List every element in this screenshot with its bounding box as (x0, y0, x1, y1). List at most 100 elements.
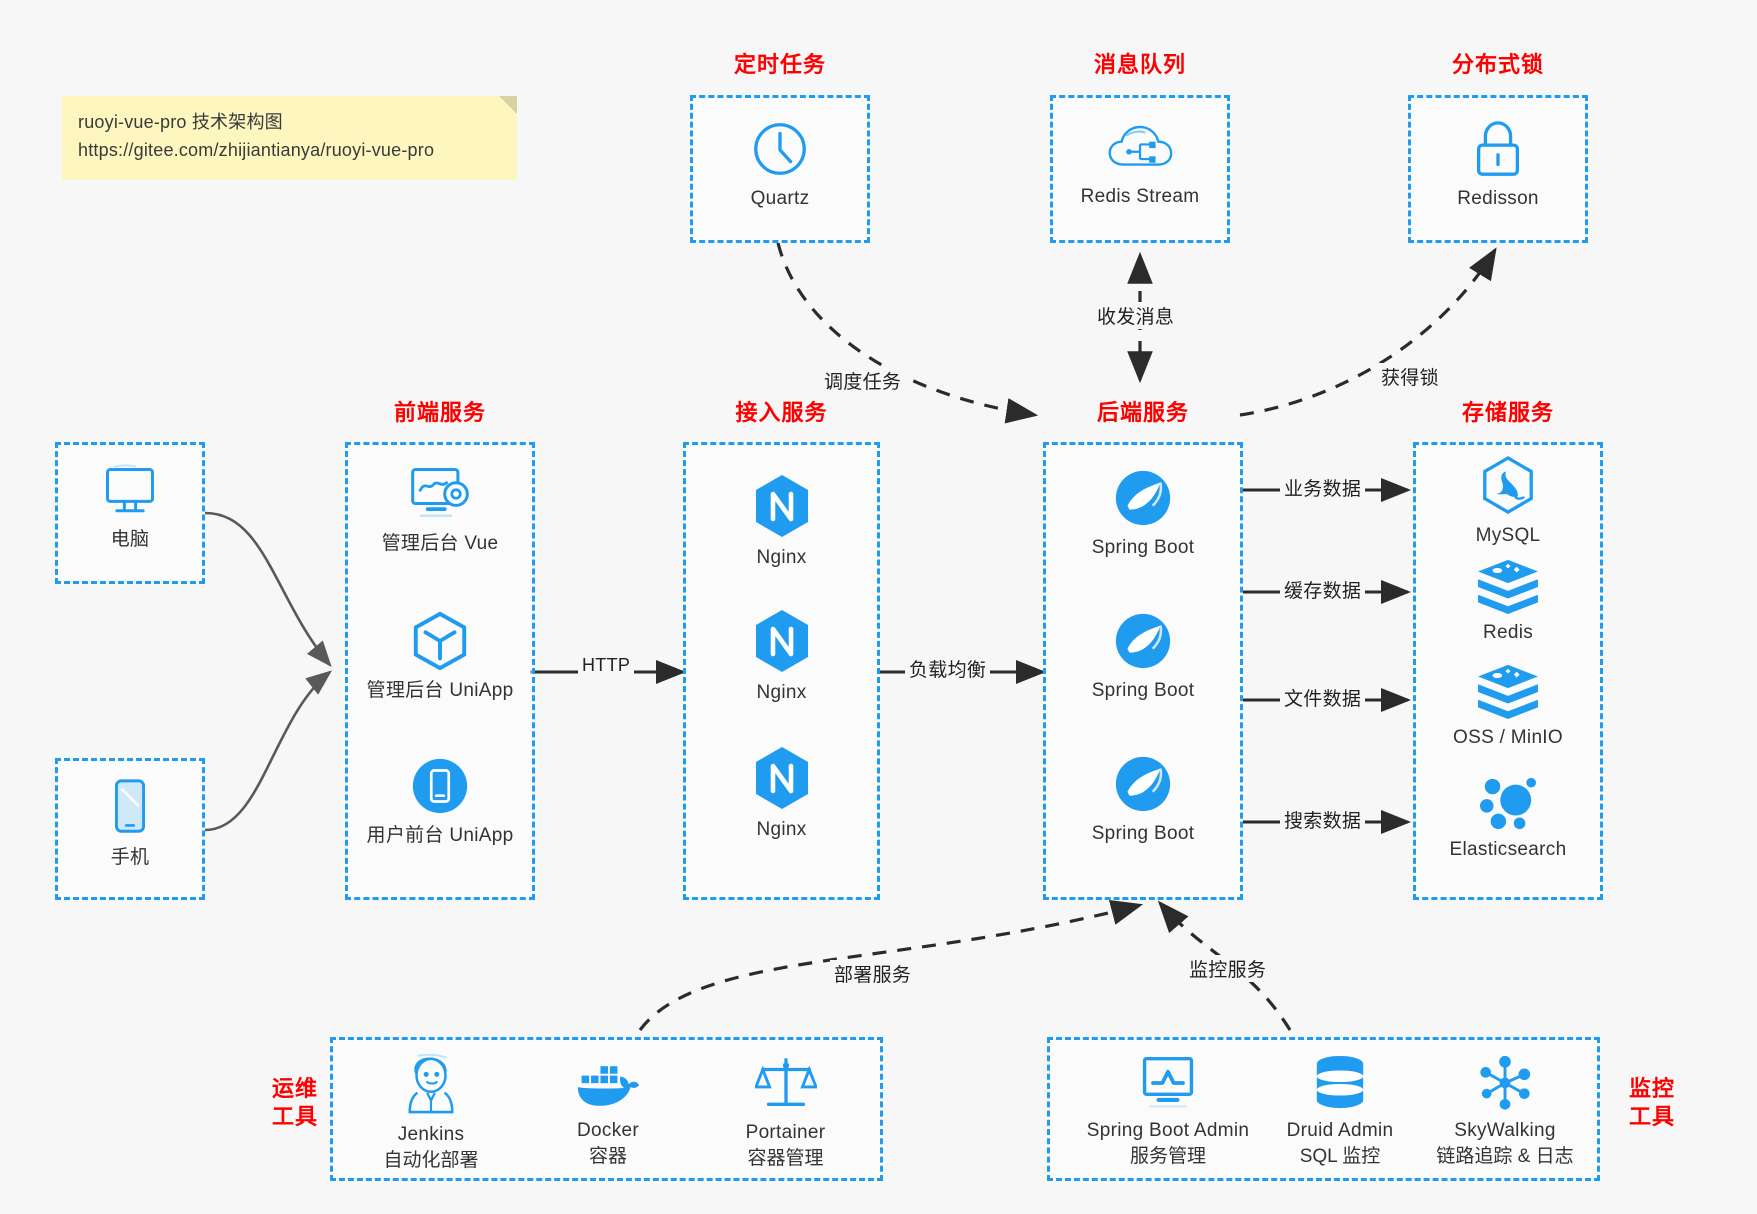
note-line-2: https://gitee.com/zhijiantianya/ruoyi-vu… (78, 139, 435, 160)
node-elasticsearch[interactable]: Elasticsearch (1416, 775, 1600, 863)
node-label: Redisson (1457, 188, 1539, 209)
node-nginx-1[interactable]: Nginx (686, 473, 877, 571)
node-redis-stream[interactable]: Redis Stream (1053, 120, 1227, 210)
scheduled-task-box: Quartz (690, 95, 870, 243)
gateway-box: Nginx Nginx Nginx (683, 442, 880, 900)
node-label: Redis (1482, 622, 1534, 643)
node-user-uniapp[interactable]: 用户前台 UniApp (348, 755, 532, 849)
nodes-network-icon (1480, 1055, 1531, 1110)
group-title-gateway: 接入服务 (735, 400, 828, 425)
node-nginx-2[interactable]: Nginx (686, 608, 877, 706)
monitor-chart-icon (1142, 1056, 1194, 1108)
node-quartz[interactable]: Quartz (693, 118, 867, 212)
node-admin-vue[interactable]: 管理后台 Vue (348, 465, 532, 557)
group-title-backend: 后端服务 (1096, 400, 1189, 425)
node-redis[interactable]: Redis (1416, 558, 1600, 646)
nginx-icon (755, 747, 808, 809)
edge-label-monitor-service: 监控服务 (1185, 955, 1271, 982)
message-queue-box: Redis Stream (1050, 95, 1230, 243)
distributed-lock-box: Redisson (1408, 95, 1588, 243)
node-spring-boot-admin[interactable]: Spring Boot Admin 服务管理 (1058, 1054, 1278, 1169)
edge-label-file-data: 文件数据 (1280, 684, 1366, 711)
edge-label-load-balance: 负载均衡 (905, 655, 991, 682)
edge-label-cache-data: 缓存数据 (1280, 576, 1366, 603)
node-label: 手机 (110, 847, 150, 868)
edge-label-schedule-task: 调度任务 (820, 367, 906, 394)
monitor-title-line-2: 工具 (1628, 1103, 1675, 1129)
nginx-icon (755, 610, 808, 672)
group-title-storage: 存储服务 (1461, 400, 1554, 425)
node-label: Elasticsearch (1449, 839, 1567, 860)
node-redisson[interactable]: Redisson (1411, 118, 1585, 212)
frontend-box: 管理后台 Vue 管理后台 UniApp 用户前台 UniApp (345, 442, 535, 900)
node-skywalking[interactable]: SkyWalking 链路追踪 & 日志 (1410, 1054, 1600, 1169)
node-label: MySQL (1475, 525, 1541, 546)
node-label: Druid Admin (1286, 1120, 1394, 1141)
node-desktop[interactable]: 电脑 (58, 463, 202, 553)
mobile-icon (114, 779, 146, 833)
node-druid-admin[interactable]: Druid Admin SQL 监控 (1250, 1054, 1430, 1169)
spring-boot-icon (1115, 756, 1171, 812)
edge-desktop-to-frontend (204, 511, 332, 667)
edge-label-send-receive-message: 收发消息 (1093, 302, 1179, 329)
node-jenkins[interactable]: Jenkins 自动化部署 (351, 1054, 511, 1173)
node-docker[interactable]: Docker 容器 (528, 1060, 688, 1169)
node-spring-boot-3[interactable]: Spring Boot (1046, 753, 1240, 847)
node-label: Spring Boot (1091, 537, 1195, 558)
group-title-ops-tools: 运维 工具 (255, 1075, 335, 1130)
ops-title-line-1: 运维 (271, 1076, 318, 1101)
edge-quartz-to-backend (776, 242, 1039, 424)
redis-stack-icon (1478, 559, 1538, 614)
diagram-note: ruoyi-vue-pro 技术架构图 https://gitee.com/zh… (62, 96, 517, 180)
node-oss-minio[interactable]: OSS / MinIO (1416, 663, 1600, 751)
node-label: 用户前台 UniApp (366, 825, 514, 846)
scales-icon (754, 1058, 817, 1106)
node-label: Quartz (750, 188, 810, 209)
group-title-scheduled-task: 定时任务 (733, 52, 826, 77)
cloud-network-icon (1108, 125, 1173, 166)
backend-box: Spring Boot Spring Boot Spring Boot (1043, 442, 1243, 900)
jenkins-butler-icon (408, 1054, 454, 1114)
node-sublabel: 容器 (588, 1145, 627, 1167)
node-admin-uniapp[interactable]: 管理后台 UniApp (348, 610, 532, 704)
database-icon (1316, 1055, 1364, 1109)
note-fold-corner (499, 96, 517, 114)
lock-icon (1476, 121, 1520, 176)
node-label: Jenkins (397, 1124, 465, 1145)
monitor-tools-box: Spring Boot Admin 服务管理 Druid Admin SQL 监… (1047, 1037, 1600, 1181)
spring-boot-icon (1115, 613, 1171, 669)
edge-label-business-data: 业务数据 (1280, 474, 1366, 501)
node-label: Docker (577, 1120, 639, 1141)
node-label: SkyWalking (1454, 1120, 1556, 1141)
node-label: Nginx (756, 547, 807, 568)
node-spring-boot-2[interactable]: Spring Boot (1046, 610, 1240, 704)
node-nginx-3[interactable]: Nginx (686, 745, 877, 843)
node-label: 电脑 (110, 529, 150, 550)
group-title-monitor-tools: 监控 工具 (1612, 1075, 1692, 1130)
group-title-frontend: 前端服务 (393, 400, 486, 425)
clock-icon (754, 123, 806, 175)
node-label: Spring Boot (1091, 680, 1195, 701)
mysql-icon (1483, 456, 1533, 515)
edge-label-http: HTTP (578, 655, 635, 676)
node-mysql[interactable]: MySQL (1416, 455, 1600, 549)
monitor-gear-icon (411, 468, 469, 517)
node-label: Portainer (745, 1122, 826, 1143)
client-mobile-box: 手机 (55, 758, 205, 900)
node-portainer[interactable]: Portainer 容器管理 (703, 1054, 868, 1171)
ops-tools-box: Jenkins 自动化部署 Docker 容器 (330, 1037, 883, 1181)
desktop-icon (106, 464, 154, 513)
node-label: Redis Stream (1080, 186, 1200, 207)
edge-label-acquire-lock: 获得锁 (1377, 363, 1443, 390)
node-label: OSS / MinIO (1453, 727, 1563, 748)
monitor-title-line-1: 监控 (1628, 1076, 1675, 1101)
node-mobile[interactable]: 手机 (58, 777, 202, 871)
node-label: Spring Boot Admin (1086, 1120, 1250, 1141)
node-label: Spring Boot (1091, 823, 1195, 844)
node-spring-boot-1[interactable]: Spring Boot (1046, 467, 1240, 561)
node-sublabel: SQL 监控 (1299, 1145, 1381, 1167)
node-sublabel: 服务管理 (1129, 1145, 1206, 1167)
edge-backend-to-redisson (1239, 247, 1497, 417)
edge-label-deploy-service: 部署服务 (830, 960, 916, 987)
